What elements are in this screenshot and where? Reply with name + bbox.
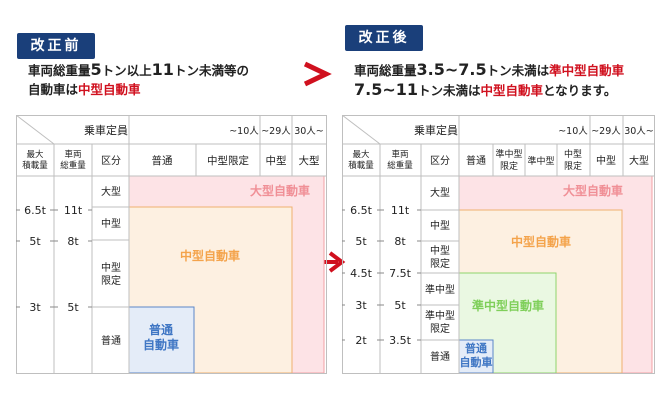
load-label: 5t	[355, 235, 367, 248]
load-label: 2t	[355, 334, 367, 347]
junchu-zone-label: 準中型自動車	[472, 298, 544, 313]
header-maxload: 最大積載量	[348, 149, 374, 171]
header-30: 30人~	[294, 126, 324, 137]
ogata-zone-label: 大型自動車	[250, 183, 310, 198]
header-kubun: 区分	[430, 155, 450, 167]
after-desc-line2: 7.5~11トン未満は中型自動車となります。	[354, 80, 617, 99]
gvw-label: 7.5t	[389, 267, 411, 280]
header-10: ~10人	[229, 126, 259, 137]
row-chugata-gentei: 中型限定	[101, 261, 121, 287]
header-chugata-gentei: 中型限定	[207, 154, 249, 167]
gvw-label: 11t	[64, 204, 83, 217]
row-futsu: 普通	[430, 350, 450, 363]
header-passenger: 乗車定員	[84, 123, 128, 137]
header-futsu: 普通	[466, 154, 486, 167]
header-kubun: 区分	[101, 155, 121, 167]
header-10: ~10人	[558, 126, 588, 137]
header-30: 30人~	[624, 126, 654, 137]
header-ogata: 大型	[629, 154, 649, 167]
gvw-label: 5t	[67, 301, 79, 314]
header-29: ~29人	[261, 126, 291, 137]
after-diagram: 乗車定員 ~10人 ~29人 30人~ 最大積載量 車両総重量 区分 普通 準中…	[342, 115, 655, 374]
row-chugata-gentei: 中型限定	[430, 244, 450, 270]
load-label: 6.5t	[350, 204, 372, 217]
after-description: 車両総重量3.5~7.5トン未満は準中型自動車 7.5~11トン未満は中型自動車…	[354, 60, 624, 100]
load-label: 3t	[355, 299, 367, 312]
row-chugata: 中型	[430, 219, 450, 232]
header-junchu-gentei: 準中型限定	[495, 148, 522, 172]
header-junchu: 準中型	[527, 155, 554, 167]
header-chugata: 中型	[266, 154, 287, 167]
gvw-label: 8t	[67, 235, 79, 248]
futsu-zone-label: 普通自動車	[460, 341, 493, 369]
header-chugata-gentei: 中型限定	[564, 148, 582, 172]
header-29: ~29人	[591, 126, 621, 137]
futsu-zone	[458, 339, 494, 374]
arrow-right-icon	[303, 61, 332, 87]
chugata-zone-label: 中型自動車	[180, 248, 240, 263]
gvw-label: 8t	[394, 235, 406, 248]
header-chugata: 中型	[596, 154, 616, 167]
load-label: 3t	[29, 301, 41, 314]
gvw-label: 11t	[391, 204, 410, 217]
after-desc-line1: 車両総重量3.5~7.5トン未満は準中型自動車	[354, 60, 625, 79]
gvw-label: 3.5t	[389, 334, 411, 347]
row-ogata: 大型	[101, 185, 121, 198]
header-gvw: 車両総重量	[60, 149, 86, 171]
row-ogata: 大型	[430, 186, 450, 199]
load-label: 5t	[29, 235, 41, 248]
header-ogata: 大型	[299, 154, 320, 167]
before-tag: 改正前	[17, 33, 95, 59]
before-desc-line2: 自動車は中型自動車	[28, 82, 141, 97]
load-label: 4.5t	[350, 267, 372, 280]
load-label: 6.5t	[24, 204, 46, 217]
row-junchu-gentei: 準中型限定	[425, 309, 455, 335]
ogata-zone-label: 大型自動車	[563, 183, 623, 198]
futsu-zone-label: 普通自動車	[143, 322, 179, 352]
before-diagram: 乗車定員 ~10人 ~29人 30人~ 最大積載量 車両総重量 区分 普通 中型…	[16, 115, 327, 374]
header-maxload: 最大積載量	[22, 149, 48, 171]
row-chugata: 中型	[101, 217, 121, 230]
row-futsu: 普通	[101, 334, 121, 347]
before-desc-line1: 車両総重量5トン以上11トン未満等の	[28, 60, 249, 79]
gvw-label: 5t	[394, 299, 406, 312]
row-junchu: 準中型	[425, 283, 455, 296]
header-passenger: 乗車定員	[414, 123, 458, 137]
before-description: 車両総重量5トン以上11トン未満等の 自動車は中型自動車	[28, 60, 249, 99]
header-futsu: 普通	[152, 154, 173, 167]
after-tag: 改正後	[345, 25, 423, 51]
header-gvw: 車両総重量	[387, 149, 413, 171]
chugata-zone-label: 中型自動車	[511, 234, 571, 249]
